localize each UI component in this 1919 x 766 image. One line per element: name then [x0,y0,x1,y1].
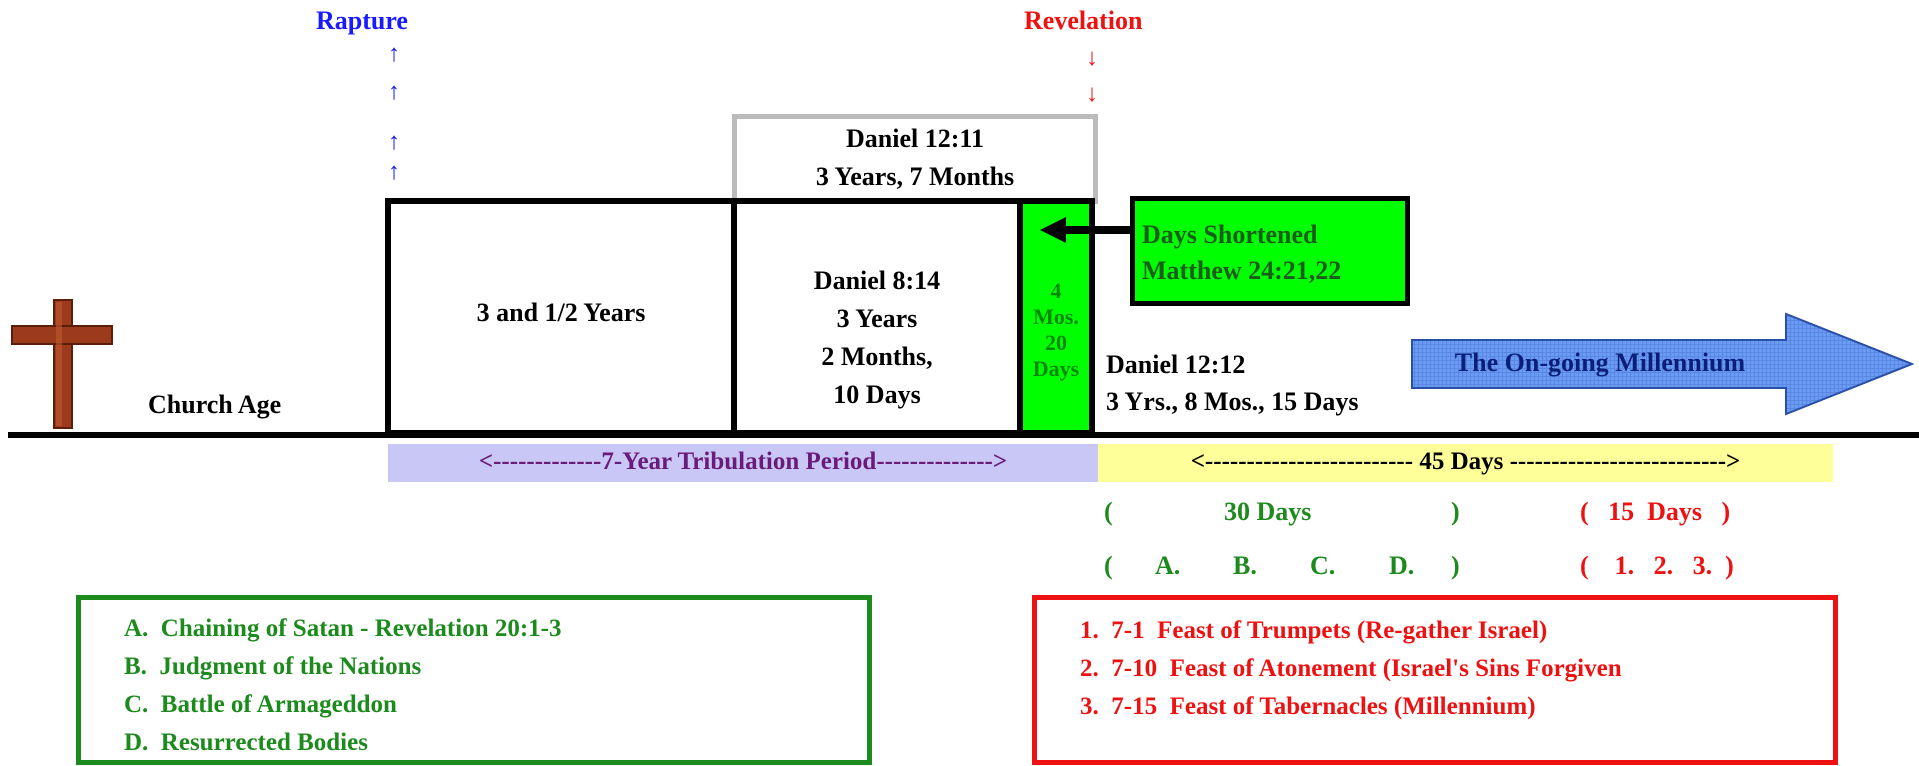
daniel-8-14-title: Daniel 8:14 [813,266,941,295]
daniel-8-14-years: 3 Years [836,304,918,333]
tribulation-period-label: <-------------7-Year Tribulation Period-… [478,448,1008,475]
revelation-arrow: ↓ [1086,45,1098,71]
abcd-a: A. [1155,551,1181,580]
four-months-line3: 20 [1045,330,1067,355]
rapture-arrow: ↑ [388,159,400,185]
four-months-line4: Days [1032,356,1080,381]
one-two-three-label: ( 1. 2. 3. ) [1580,551,1734,580]
millennium-arrow [1410,312,1915,416]
abcd-d: D. [1389,551,1415,580]
events-list-item: D. Resurrected Bodies [124,729,368,756]
millennium-label: The On-going Millennium [1454,348,1746,377]
forty-five-days-band [1098,444,1833,482]
forty-five-days-label: <------------------------- 45 Days -----… [1190,448,1741,475]
daniel-8-14-days: 10 Days [833,380,921,409]
thirty-days-label: 30 Days [1224,497,1312,526]
rapture-arrow: ↑ [388,41,400,67]
daniel-12-11-title: Daniel 12:11 [846,124,984,153]
thirty-days-open: ( [1104,497,1113,526]
abcd-close: ) [1451,551,1460,580]
first-half-label: 3 and 1/2 Years [476,298,646,327]
rapture-label: Rapture [316,6,408,35]
thirty-days-close: ) [1451,497,1460,526]
tribulation-period-band [388,444,1098,482]
daniel-8-14-months: 2 Months, [821,342,933,371]
abcd-c: C. [1310,551,1336,580]
events-list-box [76,595,872,765]
daniel-12-11-duration: 3 Years, 7 Months [815,162,1015,191]
rapture-arrow: ↑ [388,129,400,155]
cross-icon [10,298,114,430]
events-list-item: B. Judgment of the Nations [124,653,422,680]
revelation-arrow: ↓ [1086,81,1098,107]
rapture-arrow: ↑ [388,79,400,105]
events-list-item: C. Battle of Armageddon [124,691,397,718]
feasts-list-item: 2. 7-10 Feast of Atonement (Israel's Sin… [1080,655,1622,682]
fifteen-days-label: ( 15 Days ) [1580,497,1731,526]
left-arrow-icon [1040,215,1130,245]
four-months-line1: 4 [1050,278,1062,303]
four-months-line2: Mos. [1033,304,1079,329]
revelation-label: Revelation [1024,6,1143,35]
events-list-item: A. Chaining of Satan - Revelation 20:1-3 [124,615,562,642]
feasts-list-item: 1. 7-1 Feast of Trumpets (Re-gather Isra… [1080,617,1548,644]
church-age-label: Church Age [148,390,282,419]
days-shortened-title: Days Shortened [1142,220,1318,249]
daniel-12-12-title: Daniel 12:12 [1106,350,1246,379]
daniel-12-11-box [732,114,1098,204]
days-shortened-reference: Matthew 24:21,22 [1142,256,1342,285]
abcd-open: ( [1104,551,1113,580]
feasts-list-box [1032,595,1838,765]
feasts-list-item: 3. 7-15 Feast of Tabernacles (Millennium… [1080,693,1536,720]
abcd-b: B. [1233,551,1257,580]
days-shortened-box [1130,196,1410,306]
daniel-12-12-duration: 3 Yrs., 8 Mos., 15 Days [1106,387,1359,416]
